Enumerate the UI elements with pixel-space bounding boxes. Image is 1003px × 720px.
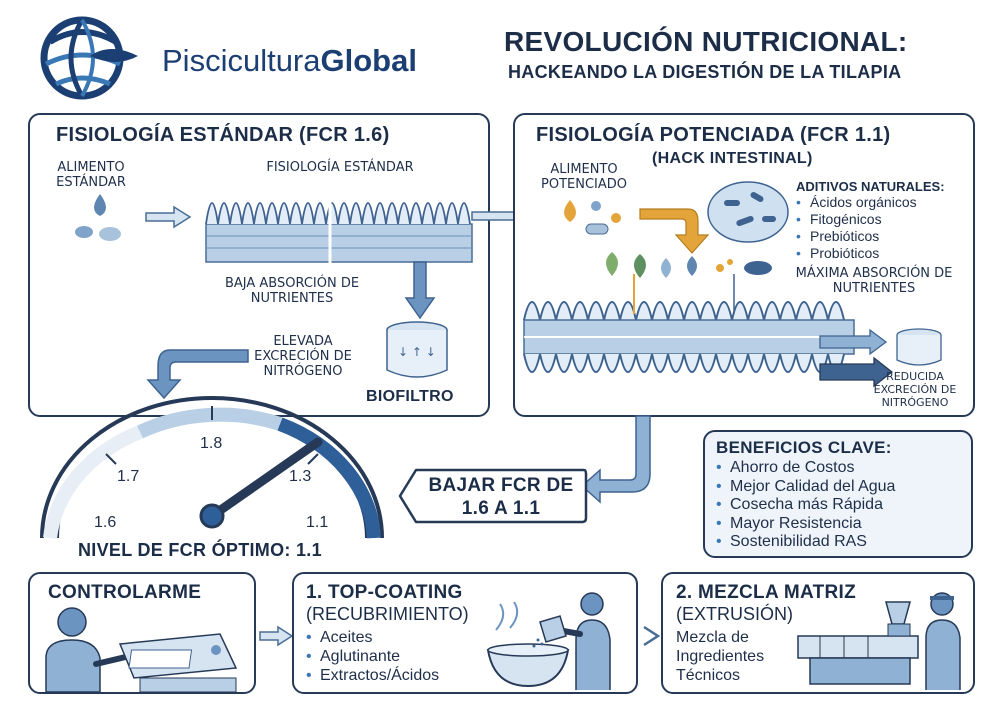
enhanced-feed-label: ALIMENTO POTENCIADO: [541, 162, 627, 192]
standard-title: FISIOLOGÍA ESTÁNDAR (FCR 1.6): [56, 124, 390, 146]
list-item: Mayor Resistencia: [716, 515, 895, 534]
page-title: REVOLUCIÓN NUTRICIONAL:: [504, 26, 908, 57]
biofilter-icon: ↓ ↑ ↓: [386, 321, 448, 378]
coating-worker-icon: [486, 592, 611, 690]
list-item: Mejor Calidad del Agua: [716, 478, 895, 497]
page-subtitle: HACKEANDO LA DIGESTIÓN DE LA TILAPIA: [508, 62, 902, 82]
list-item: Probióticos: [796, 245, 917, 262]
step-arrow-icon: [259, 625, 294, 647]
extruder-machine-icon: [797, 592, 961, 690]
top-coating-title: 1. TOP-COATING: [306, 582, 463, 603]
enhanced-subtitle: (HACK INTESTINAL): [652, 150, 813, 167]
enhanced-excretion-label: REDUCIDA EXCRECIÓN DE NITRÓGENO: [873, 370, 957, 409]
matrix-subtitle: (EXTRUSIÓN): [676, 604, 793, 624]
benefits-list: Ahorro de Costos Mejor Calidad del Agua …: [716, 459, 895, 552]
additive-flow-arrow-icon: [639, 208, 710, 254]
matrix-description: Mezcla de Ingredientes Técnicos: [676, 629, 765, 684]
biofilter-label: BIOFILTRO: [366, 388, 454, 405]
gauge-tick-label: 1.7: [117, 468, 140, 485]
gauge-tick-label: 1.3: [289, 468, 312, 485]
globe-icon: [40, 16, 138, 100]
list-item: Ácidos orgánicos: [796, 194, 917, 211]
outflow-arrows-icon: [819, 328, 894, 388]
fcr-callout-shape: [398, 468, 588, 524]
return-arrow-icon: [146, 349, 249, 400]
standard-intestine-diagram: [205, 180, 473, 264]
list-item: Ahorro de Costos: [716, 459, 895, 478]
fcr-callout-text: BAJAR FCR DE 1.6 A 1.1: [428, 475, 574, 519]
matrix-title: 2. MEZCLA MATRIZ: [676, 582, 857, 603]
fcr-gauge: [40, 396, 384, 539]
list-item: Fitogénicos: [796, 211, 917, 228]
standard-excretion-label: ELEVADA EXCRECIÓN DE NITRÓGENO: [254, 334, 352, 379]
step-arrow-icon: [643, 625, 661, 647]
callout-arrow-icon: [580, 415, 651, 504]
list-item: Aceites: [306, 628, 439, 647]
absorption-arrow-icon: [404, 261, 436, 320]
benefits-title: BENEFICIOS CLAVE:: [716, 438, 892, 457]
enhanced-intestine-diagram: [523, 274, 855, 373]
matrix-panel: [661, 572, 975, 694]
control-title: CONTROLARME: [48, 582, 202, 603]
gauge-label: NIVEL DE FCR ÓPTIMO: 1.1: [78, 540, 322, 560]
list-item: Sostenibilidad RAS: [716, 533, 895, 552]
small-biofilter-icon: [896, 328, 942, 366]
standard-feed-label: ALIMENTO ESTÁNDAR: [56, 160, 126, 190]
gauge-tick-label: 1.1: [306, 514, 329, 531]
enhanced-feed-pellets: [564, 200, 621, 235]
gauge-tick-label: 1.6: [94, 514, 117, 531]
standard-absorption-label: BAJA ABSORCIÓN DE NUTRIENTES: [224, 276, 360, 306]
enhanced-title: FISIOLOGÍA POTENCIADA (FCR 1.1): [536, 124, 891, 146]
brand-name: PisciculturaGlobal: [162, 43, 417, 78]
top-coating-list: Aceites Aglutinante Extractos/Ácidos: [306, 628, 439, 685]
brand-logo: [20, 12, 150, 102]
additives-title: ADITIVOS NATURALES:: [796, 179, 945, 194]
top-coating-subtitle: (RECUBRIMIENTO): [306, 604, 469, 624]
list-item: Aglutinante: [306, 647, 439, 666]
microbes-icon: [707, 181, 789, 243]
arrow-right-icon: [145, 205, 192, 229]
nutrient-particles-icon: [606, 252, 772, 278]
svg-text:↓ ↑ ↓: ↓ ↑ ↓: [398, 345, 436, 359]
additives-list: Ácidos orgánicos Fitogénicos Prebióticos…: [796, 194, 917, 262]
standard-gut-label: FISIOLOGÍA ESTÁNDAR: [266, 160, 414, 175]
enhanced-absorption-label: MÁXIMA ABSORCIÓN DE NUTRIENTES: [795, 266, 953, 296]
list-item: Prebióticos: [796, 228, 917, 245]
standard-feed-pellets: [75, 194, 121, 241]
gauge-tick-label: 1.8: [200, 435, 223, 452]
control-station-icon: [45, 607, 238, 693]
list-item: Cosecha más Rápida: [716, 496, 895, 515]
list-item: Extractos/Ácidos: [306, 666, 439, 685]
